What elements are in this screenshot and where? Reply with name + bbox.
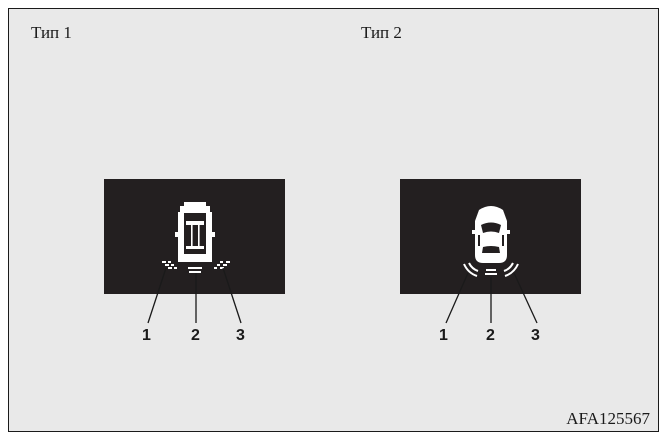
type-2-leader-lines bbox=[445, 272, 538, 324]
figure-frame: Тип 1 Тип 2 bbox=[8, 8, 659, 432]
type-1-leader-lines bbox=[147, 267, 242, 324]
type-2-callout-2: 2 bbox=[486, 327, 495, 344]
type-2-callout-3: 3 bbox=[531, 327, 540, 344]
type-1-callout-1: 1 bbox=[142, 327, 151, 344]
sensor-wave-icon bbox=[162, 261, 230, 273]
figure-code: AFA125567 bbox=[566, 409, 650, 428]
type-2-callout-1: 1 bbox=[439, 327, 448, 344]
type-2-label: Тип 2 bbox=[361, 23, 402, 42]
diagram-overlay: 1 2 3 1 2 3 bbox=[142, 202, 540, 344]
car-icon-rounded bbox=[472, 206, 510, 263]
type-1-callout-2: 2 bbox=[191, 327, 200, 344]
type-1-callout-3: 3 bbox=[236, 327, 245, 344]
type-1-label: Тип 1 bbox=[31, 23, 72, 42]
car-icon-pixelated bbox=[175, 202, 215, 262]
type-1-display bbox=[104, 179, 285, 294]
sensor-wave-icon-rounded bbox=[463, 262, 519, 277]
